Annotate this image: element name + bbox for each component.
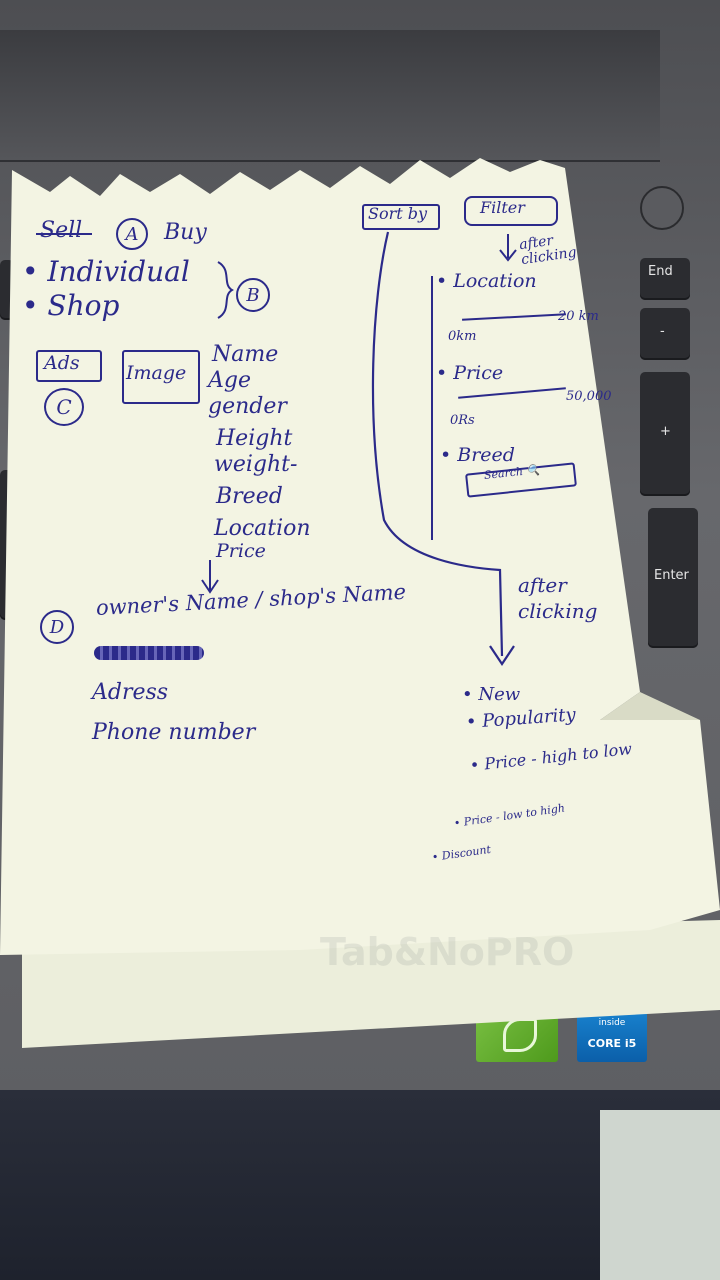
search-icon: 🔍 <box>525 463 541 478</box>
filter-price-label: • Price <box>436 362 504 384</box>
detail-address: Adress <box>92 680 169 705</box>
left-key <box>0 470 14 620</box>
detail-phone: Phone number <box>92 720 256 745</box>
location-max: 20 km <box>558 309 599 324</box>
sort-by-label: Sort by <box>368 204 428 223</box>
power-button <box>640 186 684 230</box>
image-label: Image <box>126 362 187 384</box>
watermark-text: Tab&NoPRO <box>320 930 575 974</box>
field-age: Age <box>208 368 251 393</box>
buy-text: Buy <box>164 220 207 245</box>
minus-key: - <box>640 308 690 360</box>
desk-light-patch <box>600 1110 720 1280</box>
field-breed: Breed <box>216 484 283 509</box>
sell-crossed-text: Sell <box>40 218 83 243</box>
image-placeholder-box <box>122 350 200 404</box>
filter-location-label: • Location <box>436 270 537 292</box>
filter-label: Filter <box>480 198 525 217</box>
sort-by-button[interactable] <box>362 204 440 230</box>
ads-label: Ads <box>44 352 80 374</box>
sort-option-new[interactable]: • New <box>462 684 521 705</box>
field-name: Name <box>212 342 279 367</box>
plus-key: + <box>640 372 690 496</box>
marker-a: A <box>116 218 148 250</box>
field-location: Location <box>214 516 311 541</box>
sort-after-clicking-note: after clicking <box>518 573 598 623</box>
marker-d: D <box>40 610 74 644</box>
price-max: 50,000 <box>566 389 612 404</box>
price-min: 0Rs <box>450 413 475 428</box>
end-key: End <box>640 258 690 300</box>
nvidia-sticker <box>476 1006 558 1062</box>
enter-key: Enter <box>648 508 698 648</box>
intel-sticker: inside CORE i5 <box>577 1004 647 1062</box>
filter-breed-label: • Breed <box>440 444 515 466</box>
marker-b: B <box>236 278 270 312</box>
strike-line <box>36 233 92 235</box>
scribbled-out-text <box>94 646 204 660</box>
field-weight: weight- <box>214 452 298 477</box>
field-gender: gender <box>208 394 287 419</box>
seller-type-shop: • Shop <box>22 289 120 322</box>
field-height: Height <box>216 426 293 451</box>
filter-button[interactable] <box>464 196 558 226</box>
location-min: 0km <box>448 329 477 344</box>
left-key <box>0 260 14 320</box>
seller-type-individual: • Individual <box>22 255 190 288</box>
marker-c: C <box>44 388 84 426</box>
laptop-hinge <box>0 30 660 162</box>
ads-box <box>36 350 102 382</box>
field-price: Price <box>216 540 266 562</box>
